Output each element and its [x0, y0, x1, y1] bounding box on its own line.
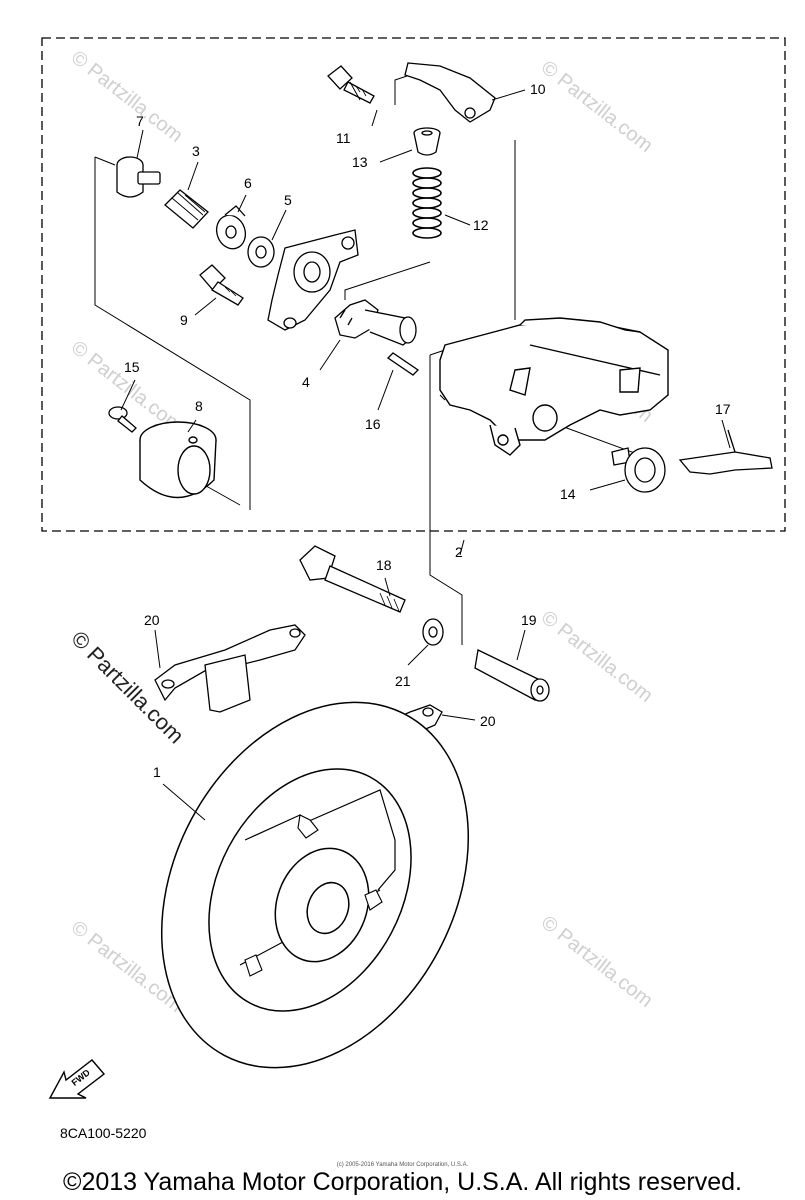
part-5-washer [247, 236, 275, 268]
callout-11: 11 [336, 130, 351, 146]
callout-16: 16 [365, 416, 381, 432]
callout-3: 3 [192, 143, 200, 159]
callout-15: 15 [124, 359, 140, 375]
callout-7: 7 [136, 113, 144, 129]
part-13-collar [413, 127, 441, 156]
watermark-faint: © Partzilla.com [67, 47, 187, 147]
part-10-lever [404, 62, 496, 123]
fwd-arrow: FWD [48, 1059, 106, 1099]
callout-20-upper: 20 [144, 612, 160, 628]
part-code: 8CA100-5220 [60, 1125, 147, 1141]
watermark-faint: © Partzilla.com [537, 912, 657, 1012]
callout-labels: 7 3 6 5 11 10 13 12 9 4 15 8 16 17 14 2 … [124, 81, 731, 780]
callout-19: 19 [521, 612, 537, 628]
callout-18: 18 [376, 557, 392, 573]
callout-21: 21 [395, 673, 411, 689]
callout-8: 8 [195, 398, 203, 414]
part-9-bolt [199, 264, 244, 306]
callout-17: 17 [715, 401, 731, 417]
part-17-clip [678, 429, 773, 475]
callout-5: 5 [284, 192, 292, 208]
callout-2: 2 [455, 544, 463, 560]
part-3-screw [164, 189, 209, 229]
part-4-camshaft [334, 299, 417, 346]
part-6-washer [215, 205, 247, 250]
assembly-box [41, 37, 786, 532]
part-14-pin [611, 447, 666, 493]
callout-1: 1 [153, 764, 161, 780]
part-18-bolt [299, 545, 406, 613]
callout-14: 14 [560, 486, 576, 502]
part-19-sleeve [474, 649, 550, 702]
callout-12: 12 [473, 217, 489, 233]
part-7-cap [116, 156, 161, 198]
part-16-pin [386, 352, 420, 376]
callout-10: 10 [530, 81, 546, 97]
watermark-faint: © Partzilla.com [537, 57, 657, 157]
watermark-faint: © Partzilla.com [537, 607, 657, 707]
small-copyright: (c) 2005-2016 Yamaha Motor Corporation, … [336, 1162, 469, 1168]
callout-9: 9 [180, 312, 188, 328]
caliper-body [439, 317, 669, 456]
part-12-spring [412, 167, 442, 239]
callout-13: 13 [352, 154, 368, 170]
part-1-disc [160, 701, 470, 1069]
part-20-pad-upper [154, 624, 306, 713]
copyright-notice: ©2013 Yamaha Motor Corporation, U.S.A. A… [63, 1168, 742, 1196]
callout-20-lower: 20 [480, 713, 496, 729]
part-15-screw [108, 406, 137, 433]
part-11-bolt [327, 65, 375, 104]
part-21-washer [422, 618, 444, 646]
leader-lines [120, 81, 731, 821]
adjuster-bracket [267, 229, 359, 331]
callout-6: 6 [244, 175, 252, 191]
part-8-cap [139, 421, 217, 499]
callout-4: 4 [302, 374, 310, 390]
